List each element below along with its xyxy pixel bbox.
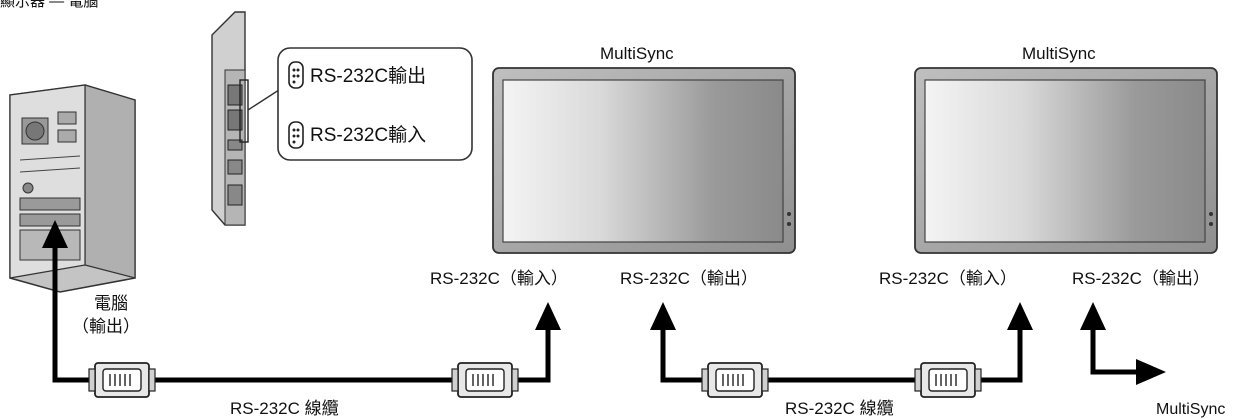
cable-2-arrow-monitor-1: [650, 302, 676, 330]
computer-port-label: （輸出）: [72, 317, 140, 336]
onward-arrow-right: [1136, 359, 1166, 385]
cable-1-connector-b-icon: [451, 362, 519, 398]
onward-cable-line: [1090, 325, 1140, 375]
callout-output-label: RS-232C輸出: [310, 66, 427, 87]
cable-2-line: [660, 325, 1023, 383]
top-left-label: 顯示器 — 電腦: [0, 0, 99, 10]
monitor-1-title: MultiSync: [600, 44, 674, 63]
cable-2-arrow-monitor-2: [1007, 302, 1033, 330]
computer-tower-icon: [9, 84, 136, 293]
cable-1-line: [52, 245, 551, 383]
monitor-1-output-label: RS-232C（輸出）: [620, 269, 758, 288]
callout-box: [277, 47, 473, 161]
cable-1-arrow-computer: [42, 220, 68, 248]
cable-2-connector-b-icon: [914, 362, 982, 398]
cable-2-label: RS-232C 線纜: [785, 399, 894, 418]
monitor-side-panel-icon: [211, 11, 283, 226]
computer-name: 電腦: [94, 294, 128, 313]
monitor-2-title: MultiSync: [1022, 44, 1096, 63]
monitor-2-output-label: RS-232C（輸出）: [1072, 269, 1210, 288]
callout-input-label: RS-232C輸入: [310, 125, 427, 146]
cable-1-arrow-monitor-1: [535, 302, 561, 330]
cable-1-label: RS-232C 線纜: [230, 399, 339, 418]
rs232c-input-connector-icon: [288, 121, 304, 149]
monitor-1-input-label: RS-232C（輸入）: [430, 269, 568, 288]
rs232c-output-connector-icon: [288, 61, 304, 89]
monitor-2-input-label: RS-232C（輸入）: [879, 269, 1017, 288]
cable-1-connector-a-icon: [88, 362, 156, 398]
monitor-1-icon: [492, 67, 796, 254]
next-device-label: MultiSync: [1156, 401, 1226, 418]
onward-arrow-up: [1080, 302, 1106, 330]
monitor-2-icon: [914, 67, 1218, 254]
cable-2-connector-a-icon: [701, 362, 769, 398]
